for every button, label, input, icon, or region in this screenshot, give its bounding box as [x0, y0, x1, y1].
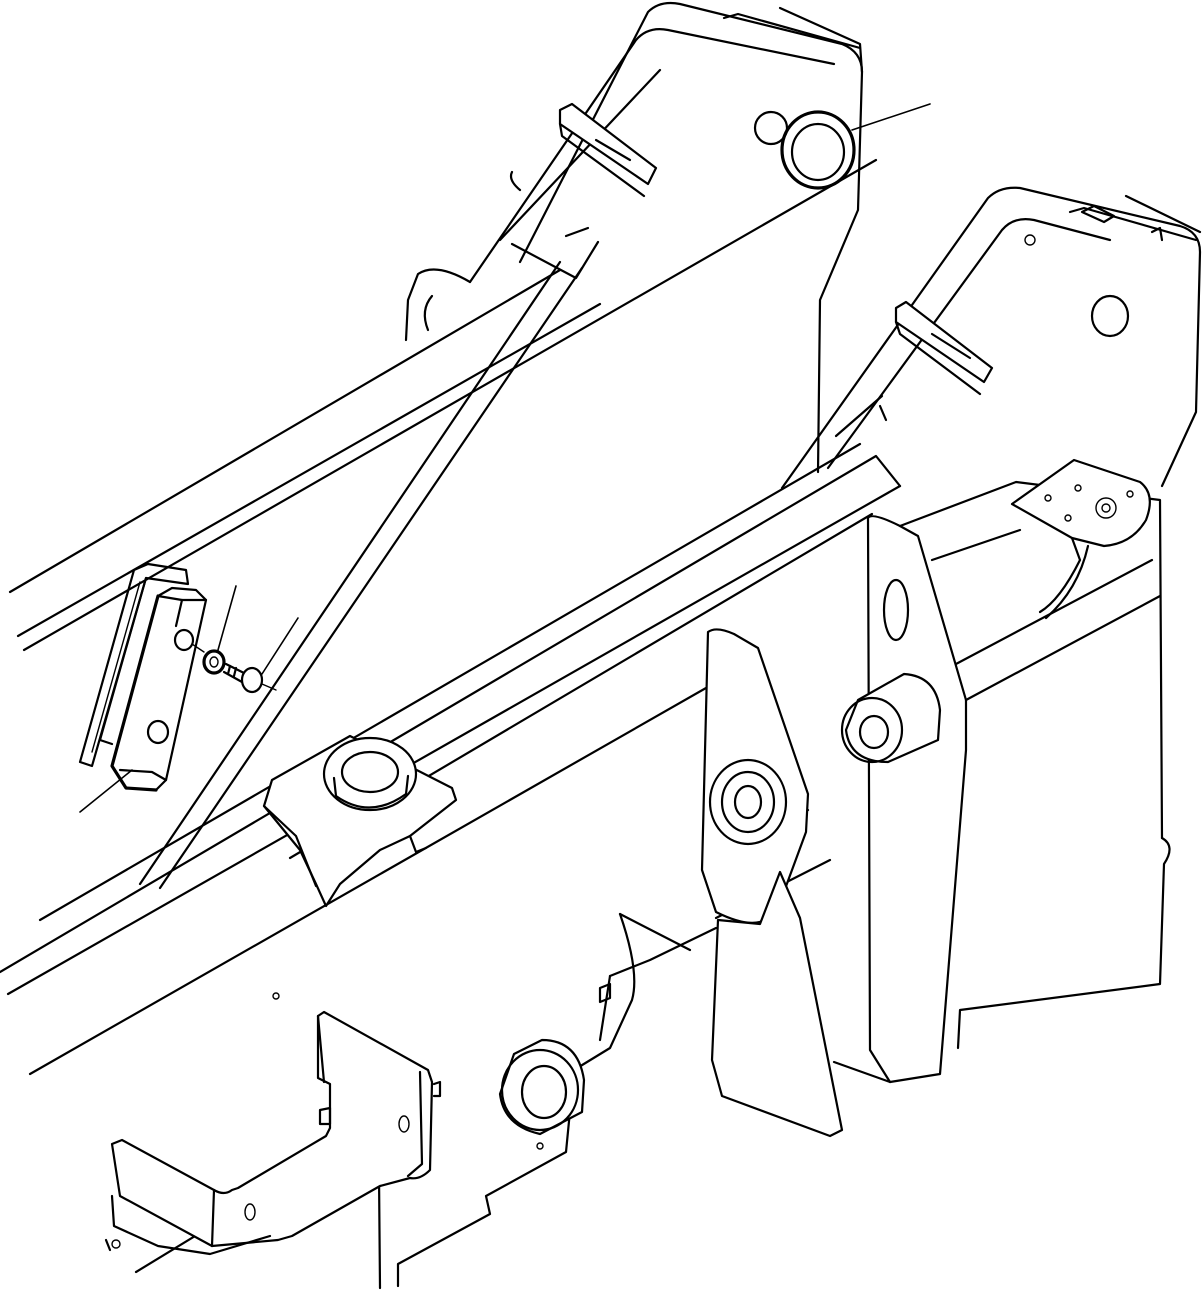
clevis-bracket	[262, 734, 458, 908]
pin-boss-right	[840, 672, 942, 764]
bolt	[222, 662, 264, 694]
leader-washer	[217, 585, 237, 651]
lower-boss	[498, 1038, 586, 1136]
assembly-axis	[191, 643, 277, 691]
right-arm	[780, 186, 1202, 490]
leader-bushing-ring	[851, 103, 931, 131]
callout-leaders	[79, 103, 931, 813]
leader-wear-pad	[79, 769, 133, 813]
mounting-plate	[1010, 458, 1151, 620]
upper-bracket-left	[558, 102, 658, 198]
hook-bracket	[104, 1010, 442, 1256]
washer	[202, 649, 226, 675]
wear-pad	[110, 586, 208, 792]
right-side-frame	[832, 480, 1171, 1084]
left-arm	[138, 1, 864, 890]
leader-bolt	[261, 617, 299, 675]
bushing-ring	[780, 110, 856, 190]
link-plate	[700, 628, 844, 1138]
wear-pad-backing	[78, 562, 190, 768]
upper-bracket-right	[894, 300, 994, 396]
